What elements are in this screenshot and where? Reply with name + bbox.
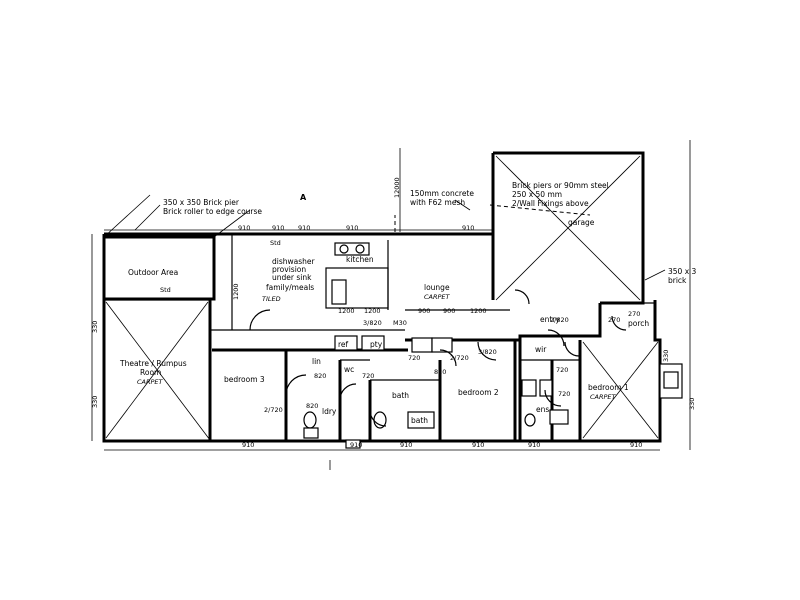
- dim: 3/820: [478, 348, 497, 356]
- bath-label: bath: [392, 391, 409, 400]
- beam-note-line3: 2/Wall Fixings above: [512, 199, 589, 208]
- wc-label: wc: [344, 365, 354, 374]
- dim: 820: [314, 372, 326, 380]
- dim: 330: [688, 398, 696, 410]
- roof-hip-lines: [103, 155, 659, 441]
- kitchen-label: kitchen: [346, 255, 374, 264]
- dim: 820: [434, 368, 446, 376]
- dim: 720: [556, 366, 568, 374]
- pantry-label: pty: [370, 340, 383, 349]
- beam-note-line2: 250 x 50 mm: [512, 190, 562, 199]
- dim: 330: [91, 321, 99, 333]
- beam-note-line1: Brick piers or 90mm steel: [512, 181, 609, 190]
- dim: 1200: [470, 307, 487, 315]
- dim: 910: [528, 441, 540, 449]
- dim: 910: [238, 224, 250, 232]
- dim: Std: [270, 239, 281, 247]
- dim: 910: [346, 224, 358, 232]
- fridge-label: ref: [338, 340, 349, 349]
- lounge-label: lounge: [424, 283, 450, 292]
- laundry-label: ldry: [322, 407, 337, 416]
- entry-label: entry: [540, 315, 560, 324]
- dim: 720: [558, 390, 570, 398]
- dim: 720: [408, 354, 420, 362]
- theatre-floor: CARPET: [137, 378, 164, 386]
- slab-note-line1: 150mm concrete: [410, 189, 474, 198]
- leader-lines: [91, 140, 691, 470]
- dim: 720: [362, 372, 374, 380]
- dim: 820: [306, 402, 318, 410]
- dim: 900: [418, 307, 430, 315]
- dim: 3/820: [363, 319, 382, 327]
- dim: 910: [630, 441, 642, 449]
- room-labels: Outdoor Area dishwasher provision under …: [119, 218, 649, 425]
- dim: 1200: [338, 307, 355, 315]
- linen-label: lin: [312, 357, 321, 366]
- dim: Std: [160, 286, 171, 294]
- bedroom-1-floor: CARPET: [590, 393, 617, 401]
- garage-label: garage: [568, 218, 595, 227]
- dim: 910: [400, 441, 412, 449]
- theatre-label-1: Theatre / Rumpus: [119, 359, 187, 368]
- dim: 270: [628, 310, 640, 318]
- outdoor-area-label: Outdoor Area: [128, 268, 178, 277]
- bath-tub-label: bath: [411, 416, 428, 425]
- dim: 910: [272, 224, 284, 232]
- dim: 2/820: [550, 316, 569, 324]
- dim: 1200: [364, 307, 381, 315]
- dimensions: 910 910 910 910 910 910 910 910 910 910 …: [91, 177, 696, 449]
- dim: 910: [472, 441, 484, 449]
- family-meals-floor: TILED: [262, 295, 281, 303]
- dim: 910: [242, 441, 254, 449]
- bedroom-1-label: bedroom 1: [588, 383, 629, 392]
- section-mark: A: [300, 193, 307, 202]
- door-swings: [249, 289, 627, 427]
- wir-label: wir: [535, 345, 547, 354]
- dishwasher-note-1: dishwasher: [272, 257, 316, 266]
- exterior-walls: [102, 151, 662, 443]
- dim: 12000: [393, 177, 401, 198]
- dim: 330: [91, 396, 99, 408]
- family-meals-label: family/meals: [266, 283, 314, 292]
- right-pier-note-line2: brick: [668, 276, 687, 285]
- ensuite-label: ens: [536, 405, 549, 414]
- dim: 330: [662, 350, 670, 362]
- dim: 910: [462, 224, 474, 232]
- construction-notes: 350 x 350 Brick pier Brick roller to edg…: [163, 181, 697, 285]
- lounge-floor: CARPET: [424, 293, 451, 301]
- porch-label: porch: [628, 319, 649, 328]
- dim: 910: [298, 224, 310, 232]
- bedroom-3-label: bedroom 3: [224, 375, 265, 384]
- dim: 270: [608, 316, 620, 324]
- pier-note-line1: 350 x 350 Brick pier: [163, 198, 240, 207]
- dim: 910: [350, 441, 362, 449]
- theatre-label-2: Room: [140, 368, 161, 377]
- dim: 1200: [232, 283, 240, 300]
- dim: 2/720: [450, 354, 469, 362]
- dim: 2/720: [264, 406, 283, 414]
- dim: M30: [393, 319, 407, 327]
- dishwasher-note-2: provision: [272, 265, 306, 274]
- dim: 900: [443, 307, 455, 315]
- dishwasher-note-3: under sink: [272, 273, 312, 282]
- bedroom-2-label: bedroom 2: [458, 388, 499, 397]
- fixtures: [303, 242, 683, 449]
- pier-note-line2: Brick roller to edge course: [163, 207, 262, 216]
- slab-note-line2: with F62 mesh: [410, 198, 465, 207]
- right-pier-note-line1: 350 x 3: [668, 267, 697, 276]
